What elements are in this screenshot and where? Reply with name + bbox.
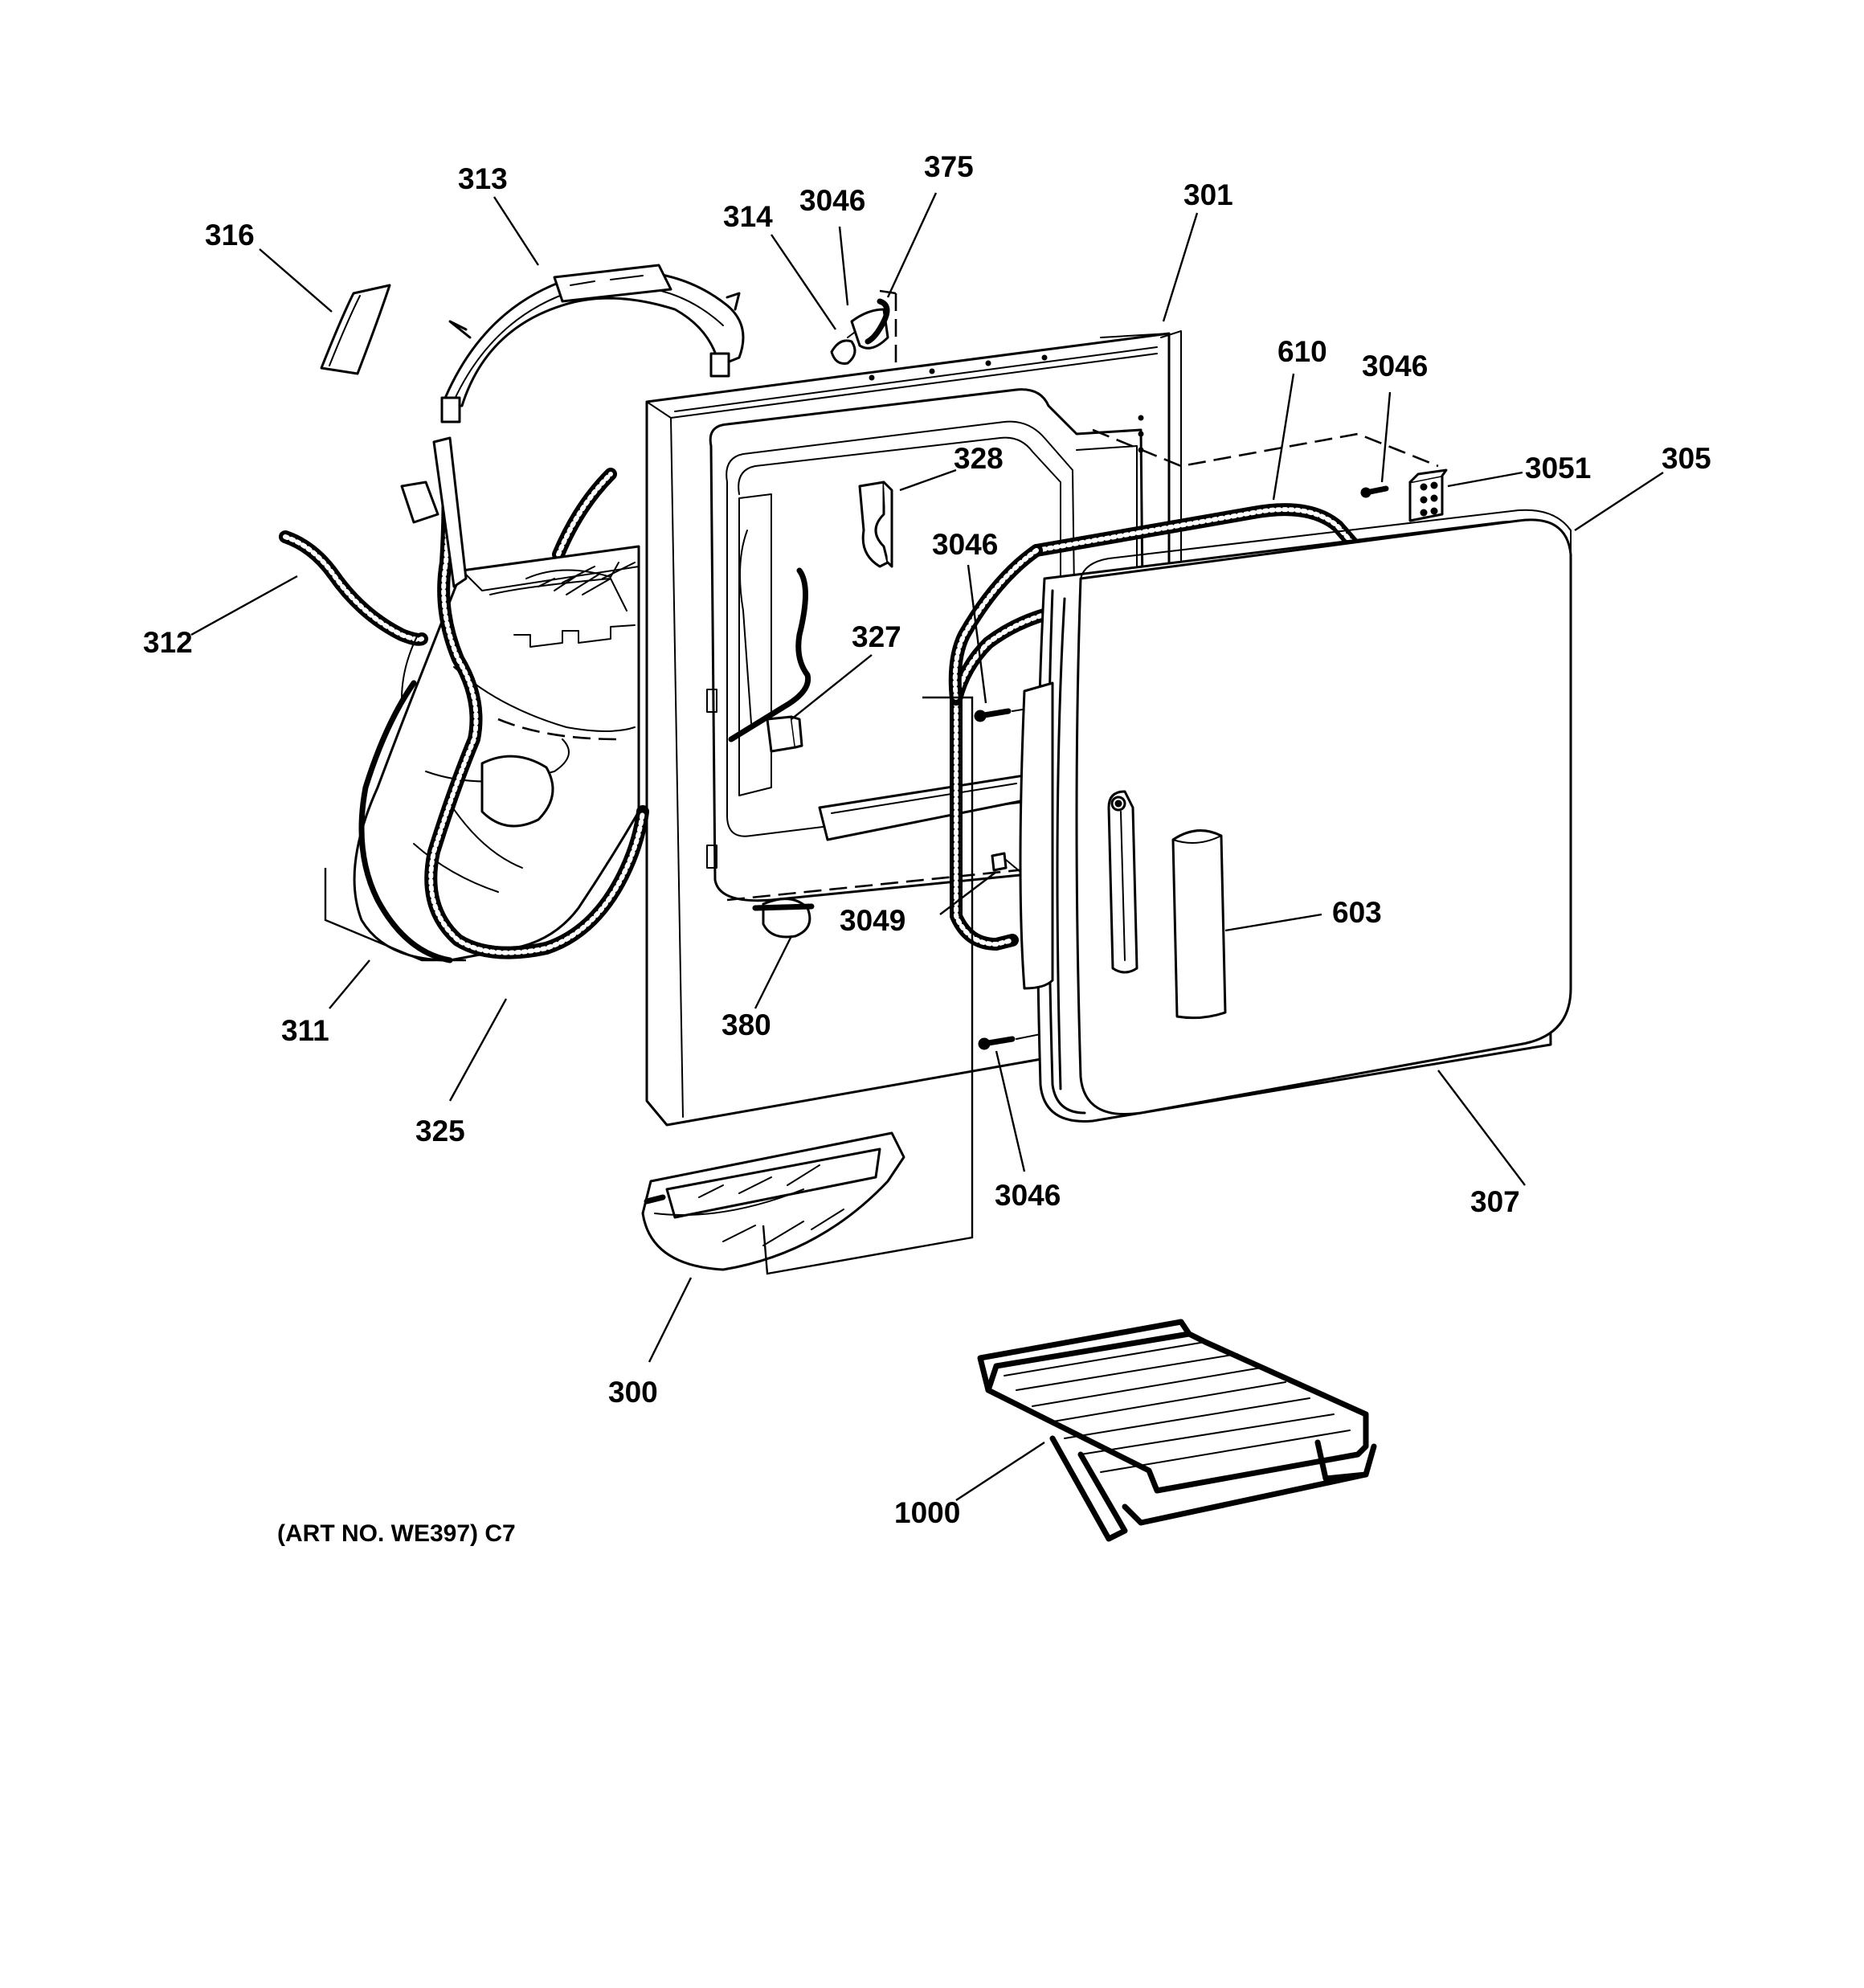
strip-316 [320,284,391,375]
callout-312: 312 [143,626,193,659]
callout-3046-top: 3046 [799,184,865,217]
leader-lines [190,192,1664,1502]
clip-3049 [991,852,1021,873]
callout-327: 327 [852,620,901,653]
callout-3046-hinge: 3046 [1362,350,1428,382]
door-panel-305 [1075,509,1572,1115]
arc-bracket-313 [440,264,745,423]
drying-rack-1000 [977,1319,1377,1542]
bulkhead-311 [353,545,640,962]
callout-300: 300 [608,1376,658,1409]
gasket-312 [279,468,617,646]
callout-1000: 1000 [894,1496,960,1529]
callout-610: 610 [1277,335,1327,368]
bracket-300 [762,696,974,1275]
hinge-plate-3051 [1408,468,1448,522]
callout-3049: 3049 [840,904,905,937]
callout-301: 301 [1183,178,1233,211]
callout-313: 313 [458,162,508,195]
seal-325 [358,436,649,963]
knob-380 [752,898,815,939]
callout-311: 311 [281,1014,329,1047]
art-number: (ART NO. WE397) C7 [277,1520,516,1547]
callout-3046-door-upper: 3046 [932,528,998,561]
switch-harness-327 [728,567,811,753]
callout-3051: 3051 [1525,452,1591,485]
latch-375 [850,289,897,366]
bracket-328 [858,481,893,568]
callout-325: 325 [415,1115,465,1147]
callout-603: 603 [1332,896,1382,929]
handle-603 [1171,829,1227,1020]
callout-328: 328 [954,442,1004,475]
door-seal-610 [948,503,1372,951]
lint-filter-300 [641,1131,905,1271]
callout-314: 314 [723,200,773,233]
callout-380: 380 [721,1008,771,1041]
callout-3046-door-lower: 3046 [995,1179,1061,1212]
screw-3046-top-right [1360,485,1389,498]
callout-307: 307 [1470,1185,1520,1218]
hinge-axis-line [1092,428,1439,468]
bracket-311 [324,868,466,962]
callout-316: 316 [205,219,255,252]
callout-labels: 316 313 314 3046 375 301 610 3046 328 30… [143,150,1711,1547]
callout-375: 375 [924,150,974,183]
callout-305: 305 [1662,442,1711,475]
